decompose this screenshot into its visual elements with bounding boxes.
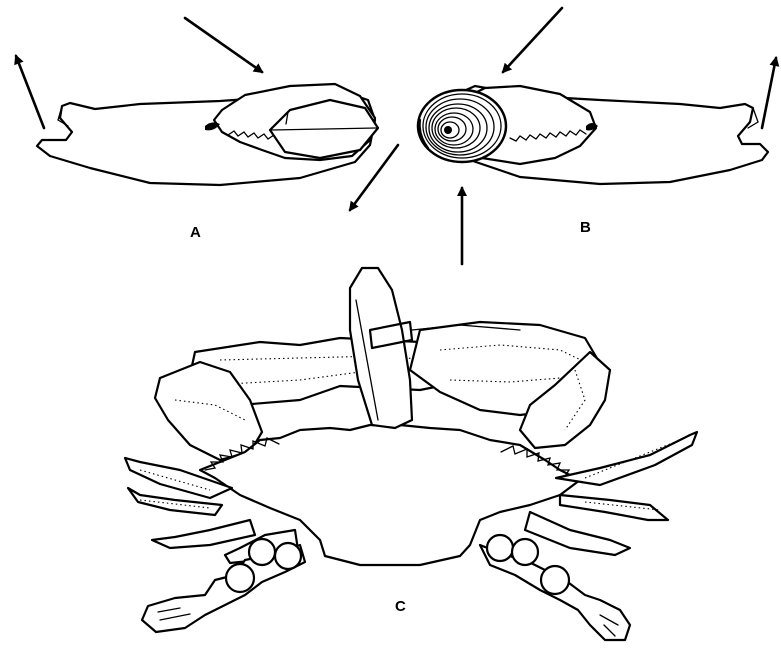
label-b: B (580, 219, 591, 236)
claw-b (418, 86, 768, 184)
arrow-a-pull (350, 145, 398, 210)
ribbed-shell (418, 90, 506, 162)
arrow-b-open (762, 58, 776, 128)
arrow-a-press (185, 18, 262, 72)
label-a: A (190, 224, 201, 241)
arrow-a-open (16, 56, 44, 128)
label-c: C (395, 598, 406, 615)
crab (125, 268, 697, 640)
arrow-b-press (503, 8, 562, 72)
claw-a (37, 84, 378, 185)
